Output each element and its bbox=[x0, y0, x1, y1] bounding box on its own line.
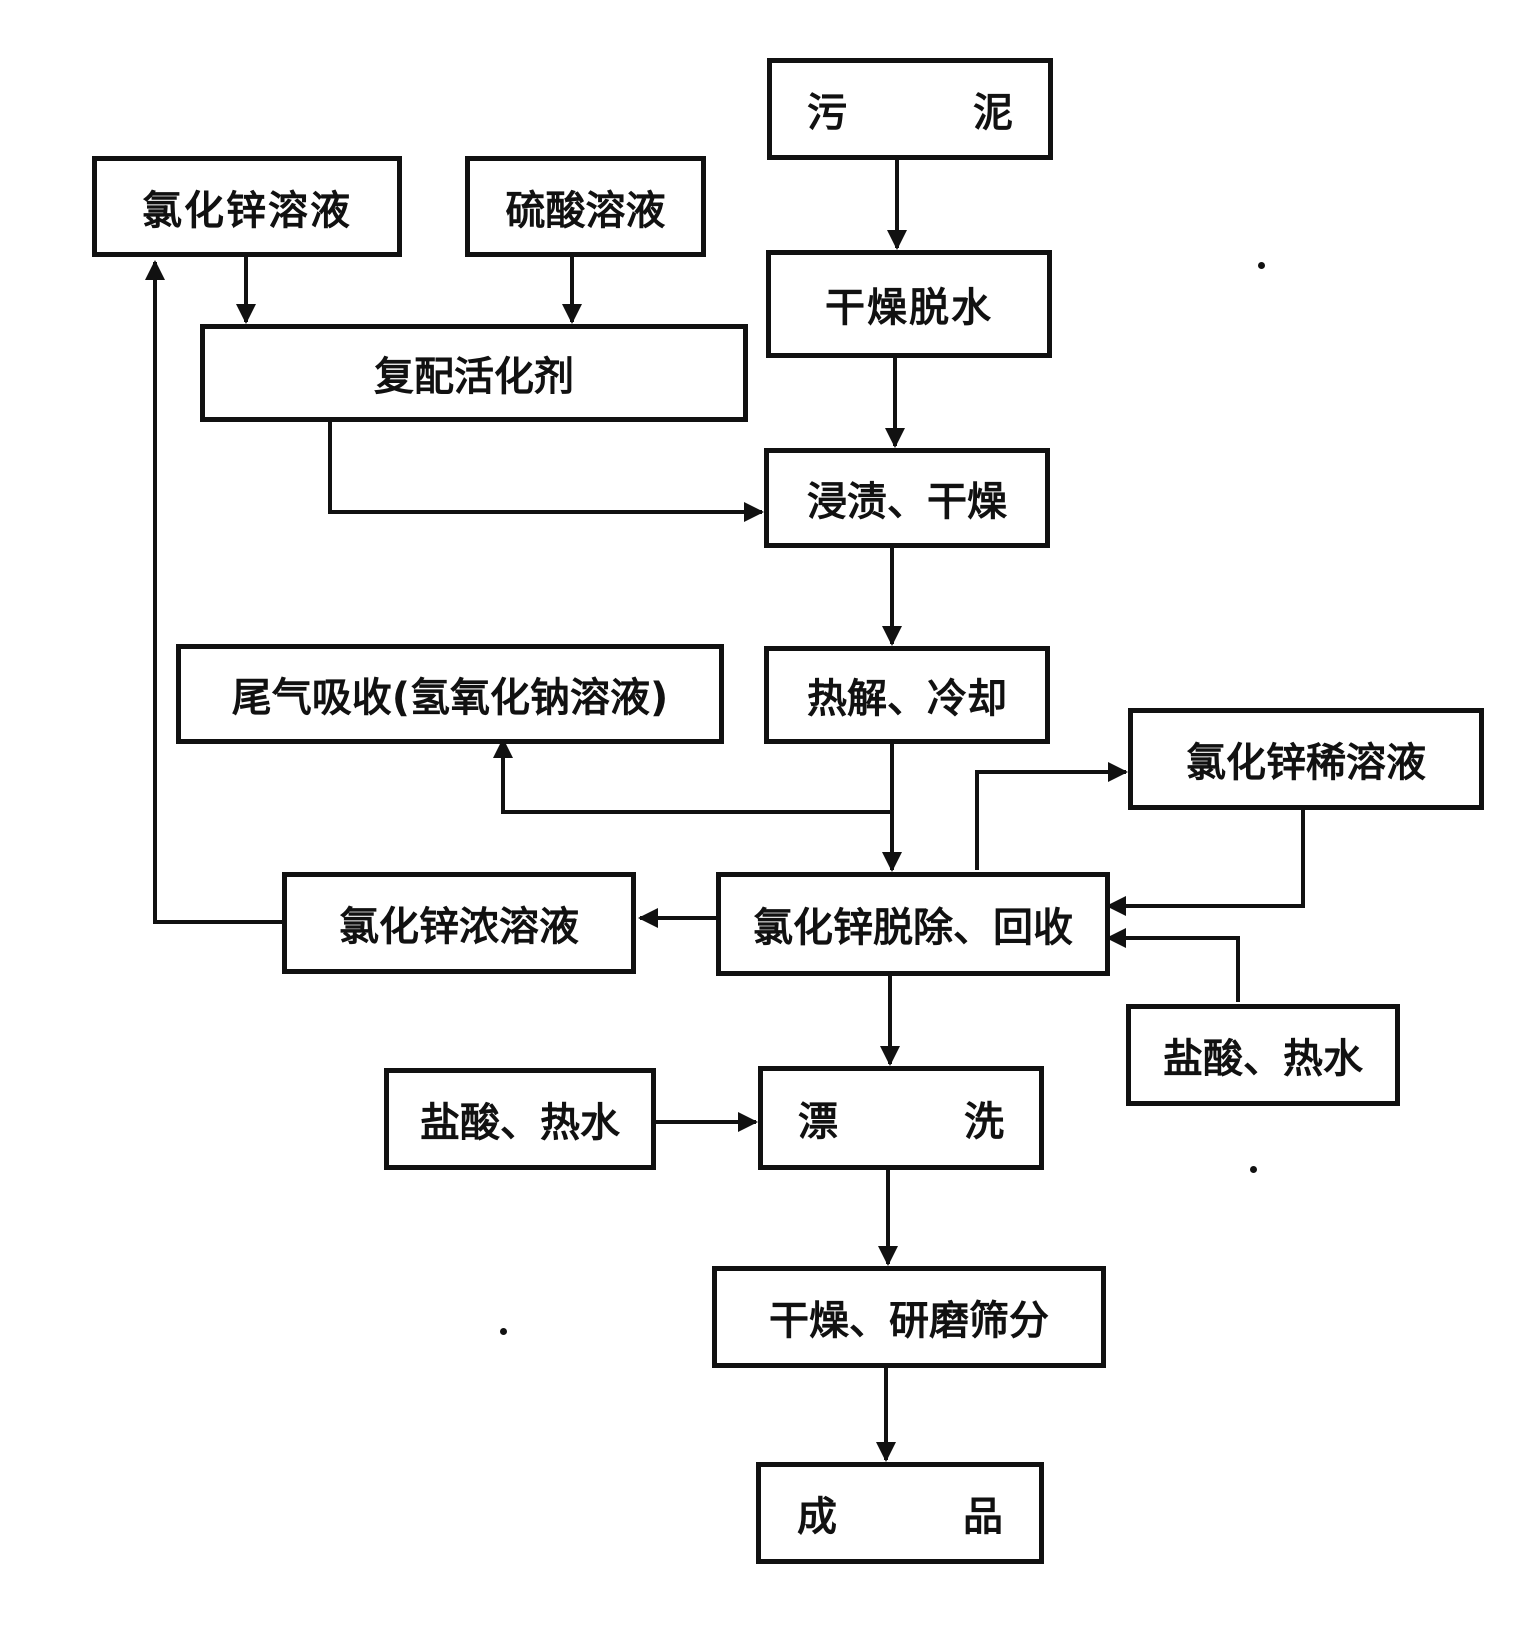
box-composite-activator: 复配活化剂 bbox=[200, 324, 748, 422]
box-zncl2-concentrated-solution: 氯化锌浓溶液 bbox=[282, 872, 636, 974]
box-pyrolysis-cool: 热解、冷却 bbox=[764, 646, 1050, 744]
speck-2 bbox=[1250, 1166, 1257, 1173]
box-dry-grind-sieve: 干燥、研磨筛分 bbox=[712, 1266, 1106, 1368]
speck-1 bbox=[1258, 262, 1265, 269]
box-tail-gas-absorption: 尾气吸收(氢氧化钠溶液) bbox=[176, 644, 724, 744]
arrow-concentrated-to-zncl2 bbox=[145, 260, 282, 924]
arrow-to-tail-gas bbox=[493, 738, 892, 814]
box-hcl-hot-water-left: 盐酸、热水 bbox=[384, 1068, 656, 1170]
box-h2so4-solution: 硫酸溶液 bbox=[465, 156, 706, 257]
box-zncl2-dilute-solution: 氯化锌稀溶液 bbox=[1128, 708, 1484, 810]
box-rinse: 漂 洗 bbox=[758, 1066, 1044, 1170]
box-zncl2-removal-recovery: 氯化锌脱除、回收 bbox=[716, 872, 1110, 976]
arrow-hcl-right-to-removal bbox=[1106, 928, 1240, 1002]
box-product: 成 品 bbox=[756, 1462, 1044, 1564]
box-dry-dewater: 干燥脱水 bbox=[766, 250, 1052, 358]
box-impregnate-dry: 浸渍、干燥 bbox=[764, 448, 1050, 548]
box-sludge: 污 泥 bbox=[767, 58, 1053, 160]
box-hcl-hot-water-right: 盐酸、热水 bbox=[1126, 1004, 1400, 1106]
arrow-activator-to-impregnate bbox=[328, 420, 764, 522]
speck-3 bbox=[500, 1328, 507, 1335]
arrow-removal-to-dilute bbox=[975, 762, 1128, 870]
box-zncl2-solution: 氯化锌溶液 bbox=[92, 156, 402, 257]
arrow-dilute-to-removal bbox=[1106, 808, 1305, 916]
